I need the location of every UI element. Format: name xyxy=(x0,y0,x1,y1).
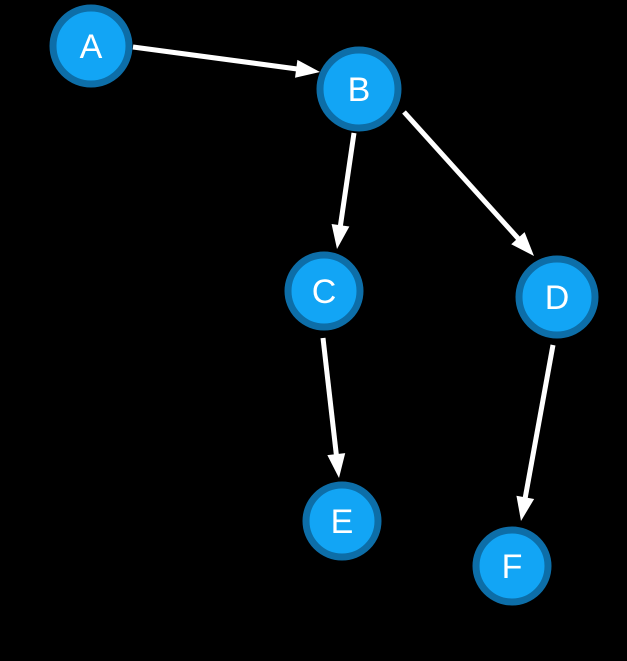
edge-b-d[interactable] xyxy=(402,110,534,256)
node-label: D xyxy=(545,279,570,317)
edge-line xyxy=(320,337,339,457)
graph-node-a[interactable]: A xyxy=(49,4,133,88)
edge-d-f[interactable] xyxy=(516,344,556,521)
node-label: B xyxy=(348,71,371,109)
edge-line xyxy=(337,132,357,228)
graph-node-f[interactable]: F xyxy=(472,526,552,606)
edge-a-b[interactable] xyxy=(132,44,320,78)
edge-line xyxy=(522,344,556,500)
graph-node-b[interactable]: B xyxy=(316,46,402,132)
graph-node-c[interactable]: C xyxy=(284,251,364,331)
arrowhead-icon xyxy=(295,59,320,78)
node-circle[interactable] xyxy=(49,4,133,88)
edge-line xyxy=(132,44,299,72)
arrowhead-icon xyxy=(327,453,346,478)
arrowhead-icon xyxy=(331,223,350,249)
node-circle[interactable] xyxy=(284,251,364,331)
graph-node-d[interactable]: D xyxy=(515,255,599,339)
node-label: E xyxy=(331,503,354,541)
node-circle[interactable] xyxy=(302,481,382,561)
node-label: F xyxy=(502,548,523,586)
node-circle[interactable] xyxy=(316,46,402,132)
node-label: A xyxy=(80,28,103,66)
edge-c-e[interactable] xyxy=(320,337,346,478)
edge-b-c[interactable] xyxy=(331,132,357,249)
arrowhead-icon xyxy=(516,495,535,521)
graph-node-e[interactable]: E xyxy=(302,481,382,561)
node-circle[interactable] xyxy=(515,255,599,339)
edge-line xyxy=(402,110,522,242)
arrowhead-icon xyxy=(511,232,534,256)
node-circle[interactable] xyxy=(472,526,552,606)
nodes-layer: A B C D E F xyxy=(49,4,599,606)
edges-layer xyxy=(132,44,556,521)
node-label: C xyxy=(312,273,337,311)
